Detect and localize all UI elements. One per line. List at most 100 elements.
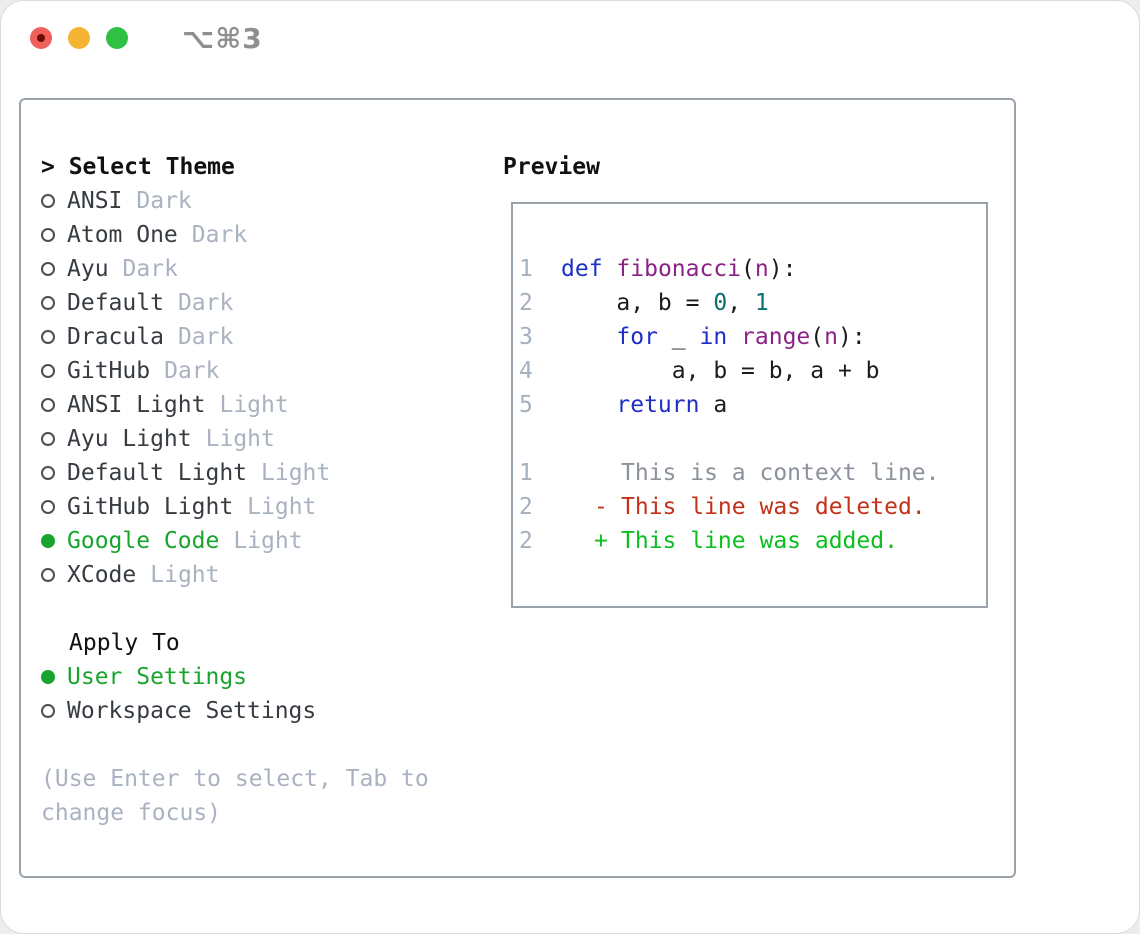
option-label: XCode bbox=[67, 562, 137, 588]
code-token-pln bbox=[561, 324, 616, 350]
option-variant: Dark bbox=[122, 256, 178, 282]
theme-option-github[interactable]: GitHub Dark bbox=[41, 354, 453, 388]
radio-unselected-icon bbox=[41, 466, 55, 480]
theme-option-default-light[interactable]: Default Light Light bbox=[41, 456, 453, 490]
radio-unselected-icon bbox=[41, 228, 55, 242]
radio-selected-icon bbox=[41, 534, 55, 548]
theme-option-xcode[interactable]: XCode Light bbox=[41, 558, 453, 592]
radio-selected-icon bbox=[41, 670, 55, 684]
code-token-lit: 0 bbox=[713, 290, 728, 316]
preview-header: Preview bbox=[503, 154, 600, 180]
diff-text: This line was added. bbox=[621, 528, 898, 554]
titlebar: ⌥⌘3 bbox=[1, 1, 1139, 75]
diff-sign: - bbox=[594, 494, 608, 520]
option-label: Dracula bbox=[67, 324, 164, 350]
code-token-pln: , bbox=[727, 290, 755, 316]
minimize-button[interactable] bbox=[68, 27, 90, 49]
option-label: ANSI Light bbox=[67, 392, 206, 418]
code-token-typ: n bbox=[754, 256, 769, 282]
line-number: 2 bbox=[519, 494, 533, 520]
option-variant: Dark bbox=[136, 188, 192, 214]
code-line: 2 a, b = 0, 1 bbox=[519, 286, 986, 320]
zoom-button[interactable] bbox=[106, 27, 128, 49]
theme-option-github-light[interactable]: GitHub Light Light bbox=[41, 490, 453, 524]
option-variant: Dark bbox=[191, 222, 248, 248]
option-variant: Light bbox=[150, 562, 220, 588]
option-label: GitHub bbox=[67, 358, 151, 384]
theme-option-ansi[interactable]: ANSI Dark bbox=[41, 184, 453, 218]
line-number: 5 bbox=[519, 392, 533, 418]
cursor-prefix: > bbox=[41, 154, 69, 180]
code-token-pln: a, b = bbox=[561, 290, 714, 316]
option-label: Workspace Settings bbox=[67, 698, 317, 724]
radio-unselected-icon bbox=[41, 262, 55, 276]
theme-option-atom-one[interactable]: Atom One Dark bbox=[41, 218, 453, 252]
diff-text: This is a context line. bbox=[621, 460, 940, 486]
diff-line-del: 2 -This line was deleted. bbox=[519, 490, 986, 524]
option-label: Atom One bbox=[67, 222, 178, 248]
apply-option-user-settings[interactable]: User Settings bbox=[41, 660, 453, 694]
code-token-kwd: for bbox=[616, 324, 658, 350]
hint-text: (Use Enter to select, Tab to change focu… bbox=[41, 766, 429, 826]
window-title: ⌥⌘3 bbox=[182, 21, 263, 55]
radio-unselected-icon bbox=[41, 194, 55, 208]
option-variant: Light bbox=[205, 426, 275, 452]
line-number: 1 bbox=[519, 256, 533, 282]
line-number: 1 bbox=[519, 460, 533, 486]
radio-unselected-icon bbox=[41, 398, 55, 412]
theme-list-title: Select Theme bbox=[68, 154, 235, 180]
code-token-kwd: in bbox=[699, 324, 728, 350]
radio-unselected-icon bbox=[41, 432, 55, 446]
option-label: Default Light bbox=[67, 460, 248, 486]
option-label: GitHub Light bbox=[67, 494, 234, 520]
code-line: 3 for _ in range(n): bbox=[519, 320, 986, 354]
apply-to-header: Apply To bbox=[69, 630, 180, 656]
code-token-kwd: def bbox=[561, 256, 603, 282]
option-label: User Settings bbox=[67, 664, 248, 690]
option-label: Default bbox=[67, 290, 164, 316]
option-label: ANSI bbox=[67, 188, 123, 214]
radio-unselected-icon bbox=[41, 296, 55, 310]
code-token-pln: ( bbox=[741, 256, 755, 282]
code-token-pln bbox=[561, 392, 616, 418]
code-token-pln bbox=[603, 256, 617, 282]
diff-line-add: 2+This line was added. bbox=[519, 524, 986, 558]
code-line: 4 a, b = b, a + b bbox=[519, 354, 986, 388]
apply-option-workspace-settings[interactable]: Workspace Settings bbox=[41, 694, 453, 728]
diff-sign: + bbox=[594, 528, 608, 554]
diff-sign bbox=[561, 456, 621, 490]
option-variant: Light bbox=[261, 460, 331, 486]
code-token-pln bbox=[727, 324, 741, 350]
radio-unselected-icon bbox=[41, 704, 55, 718]
option-variant: Dark bbox=[164, 358, 220, 384]
radio-unselected-icon bbox=[41, 364, 55, 378]
code-token-typ: n bbox=[824, 324, 839, 350]
code-token-pln: _ bbox=[657, 324, 700, 350]
code-token-pln: a bbox=[699, 392, 728, 418]
diff-text: This line was deleted. bbox=[621, 494, 926, 520]
theme-option-ayu[interactable]: Ayu Dark bbox=[41, 252, 453, 286]
option-label: Ayu bbox=[67, 256, 109, 282]
option-variant: Light bbox=[247, 494, 317, 520]
code-line: 5 return a bbox=[519, 388, 986, 422]
code-token-pln: ( bbox=[810, 324, 825, 350]
unsaved-indicator-icon bbox=[37, 34, 45, 42]
diff-preview: 1 This is a context line. 2 -This line was… bbox=[519, 456, 986, 558]
theme-list-header: > Select Theme bbox=[41, 150, 453, 184]
close-button[interactable] bbox=[30, 27, 52, 49]
line-number: 2 bbox=[519, 290, 533, 316]
radio-unselected-icon bbox=[41, 568, 55, 582]
code-token-pln: a, b = b, a + b bbox=[561, 358, 880, 384]
